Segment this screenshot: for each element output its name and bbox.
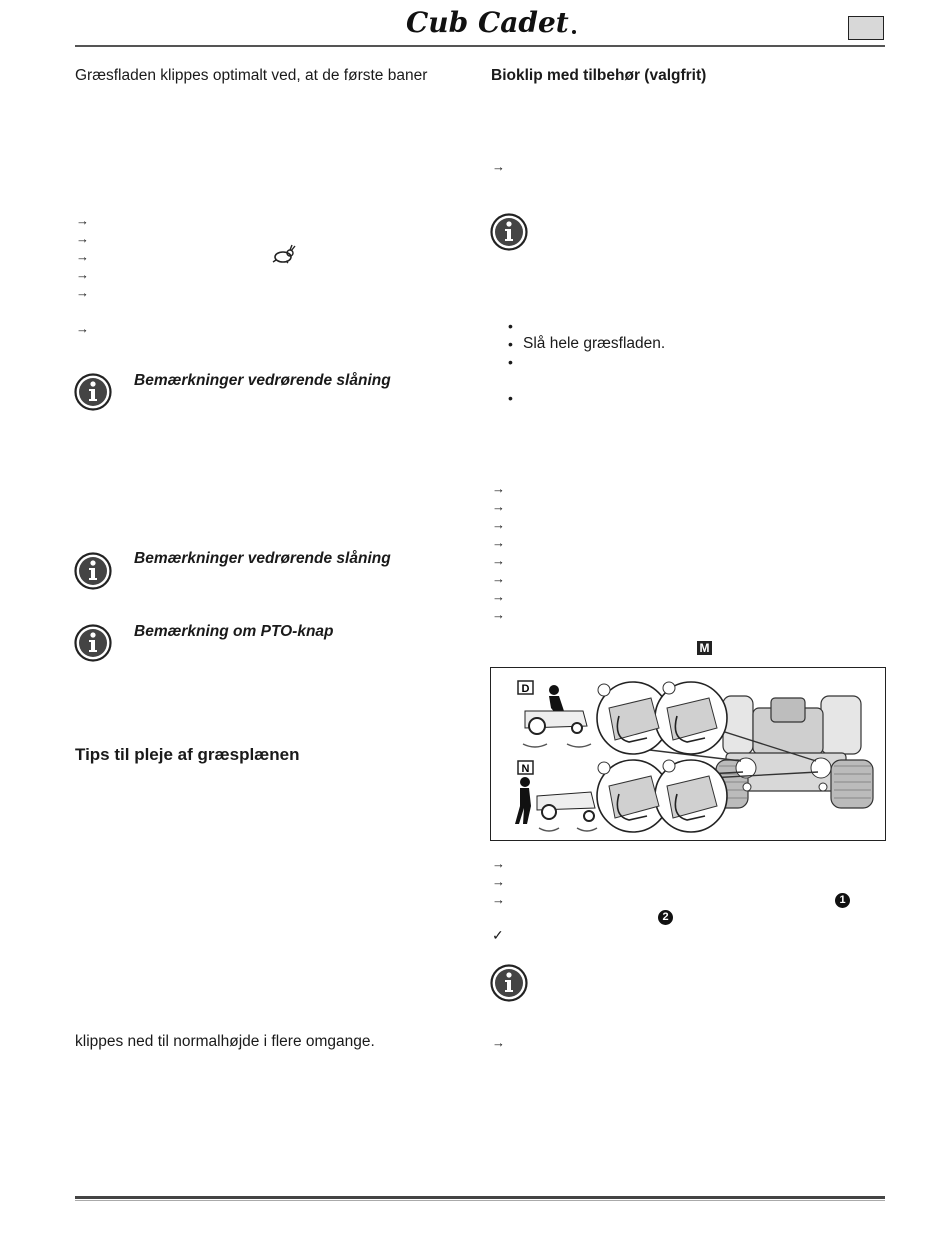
bullet-icon: • [508, 336, 513, 352]
figure-label-d: D [522, 683, 530, 695]
intro-text: Græsfladen klippes optimalt ved, at de f… [75, 67, 428, 84]
figure-label-n: N [522, 763, 530, 775]
info-icon [74, 552, 112, 590]
cub-cadet-logo: Cub Cadet [406, 6, 576, 39]
arrow-icon: → [76, 285, 89, 300]
step-number-2: 2 [658, 910, 673, 925]
bullet-icon: • [508, 318, 513, 334]
arrow-icon: → [76, 249, 89, 264]
arrow-icon: → [492, 607, 505, 622]
arrow-icon: → [492, 892, 505, 907]
arrow-icon: → [492, 856, 505, 871]
arrow-icon: → [492, 535, 505, 550]
svg-text:Cub Cadet: Cub Cadet [406, 6, 569, 39]
note-title: Bemærkning om PTO-knap [134, 623, 334, 640]
arrow-icon: → [492, 589, 505, 604]
section-heading: Tips til pleje af græsplænen [75, 745, 300, 764]
note-title: Bemærkninger vedrørende slåning [134, 372, 391, 389]
info-icon [490, 964, 528, 1002]
arrow-icon: → [492, 553, 505, 568]
bullet-icon: • [508, 354, 513, 370]
section-heading: Bioklip med tilbehør (valgfrit) [491, 67, 707, 84]
mulch-illustration: D N [515, 680, 874, 833]
arrow-icon: → [492, 499, 505, 514]
arrow-icon: → [492, 874, 505, 889]
arrow-icon: → [76, 267, 89, 282]
bullet-icon: • [508, 390, 513, 406]
bullet-text: Slå hele græsfladen. [523, 335, 666, 352]
footer-rule-thin [75, 1200, 885, 1201]
header-rule [75, 45, 885, 47]
note-title: Bemærkninger vedrørende slåning [134, 550, 391, 567]
mulch-figure: D N [490, 667, 886, 841]
language-box [848, 16, 884, 40]
arrow-icon: → [76, 213, 89, 228]
info-icon [74, 624, 112, 662]
arrow-icon: → [492, 159, 505, 174]
arrow-icon: → [76, 321, 89, 336]
rabbit-icon [272, 244, 296, 264]
arrow-icon: → [492, 1035, 505, 1050]
arrow-icon: → [492, 571, 505, 586]
closing-text: klippes ned til normalhøjde i flere omga… [75, 1033, 375, 1050]
check-icon: ✓ [492, 927, 504, 943]
figure-ref-badge: M [697, 641, 712, 655]
arrow-icon: → [492, 481, 505, 496]
arrow-icon: → [76, 231, 89, 246]
arrow-icon: → [492, 517, 505, 532]
info-icon [490, 213, 528, 251]
info-icon [74, 373, 112, 411]
step-number-1: 1 [835, 893, 850, 908]
footer-rule [75, 1196, 885, 1199]
